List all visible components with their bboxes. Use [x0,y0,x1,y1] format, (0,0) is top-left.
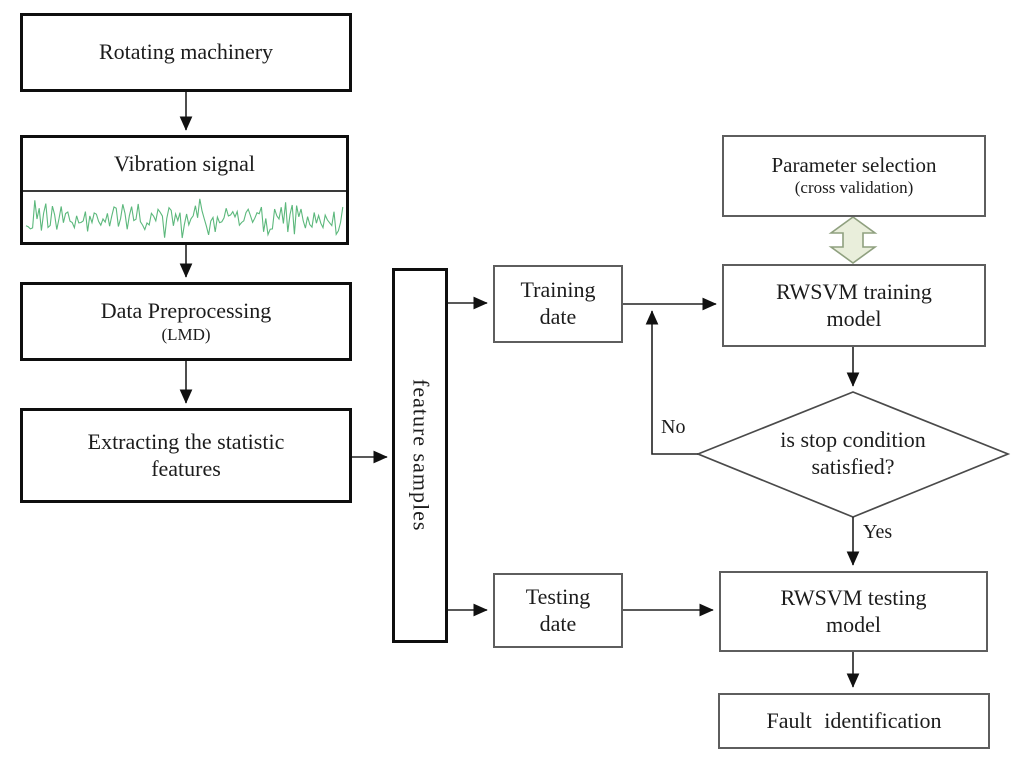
vibration-waveform [25,198,344,239]
arrow-decision-no-loop [645,310,698,455]
node-rwsvm-training-line1: RWSVM training [776,278,932,304]
node-parameter-selection-line2: (cross validation) [794,178,914,198]
node-stop-condition-line2: satisfied? [811,454,895,479]
node-rwsvm-training: RWSVM training model [722,264,986,347]
node-rotating-machinery: Rotating machinery [20,13,352,92]
node-vibration-signal: Vibration signal [20,135,349,245]
node-parameter-selection-line1: Parameter selection [771,152,937,177]
node-training-data: Training date [493,265,623,343]
node-extracting-features-line2: features [151,455,221,481]
node-extracting-features-line1: Extracting the statistic [87,428,285,454]
node-fault-identification: Fault identification [718,693,990,749]
node-testing-data-line2: date [539,610,577,636]
node-rwsvm-training-line2: model [826,305,882,331]
node-feature-samples-label: feature samples [408,379,434,532]
double-arrow-shape [828,216,878,264]
node-fault-identification-label: Fault identification [766,707,942,733]
node-extracting-features: Extracting the statistic features [20,408,352,503]
node-stop-condition-line1: is stop condition [780,427,926,453]
node-rwsvm-testing-line2: model [826,611,881,637]
node-feature-samples: feature samples [392,268,448,643]
edge-label-no: No [661,416,686,438]
vibration-waveform-line [25,198,344,239]
node-rwsvm-testing-line1: RWSVM testing [780,584,927,610]
node-testing-data: Testing date [493,573,623,648]
node-stop-condition: is stop condition satisfied? [713,409,993,499]
node-testing-data-line1: Testing [525,583,591,609]
node-rwsvm-testing: RWSVM testing model [719,571,988,652]
node-rotating-machinery-label: Rotating machinery [98,39,274,65]
decision-diamond-shape [695,391,1011,518]
node-data-preprocessing: Data Preprocessing (LMD) [20,282,352,361]
edge-label-yes: Yes [863,521,893,543]
node-training-data-line2: date [539,304,577,329]
node-parameter-selection: Parameter selection (cross validation) [722,135,986,217]
node-data-preprocessing-line2: (LMD) [161,324,211,344]
node-vibration-signal-label: Vibration signal [23,138,346,192]
node-training-data-line1: Training [520,277,596,303]
node-data-preprocessing-line1: Data Preprocessing [100,297,272,323]
